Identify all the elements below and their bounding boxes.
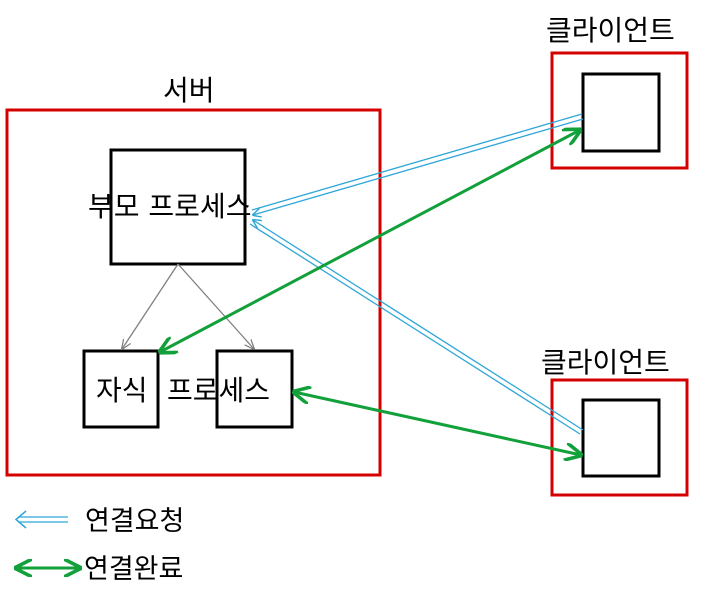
legend-request-label: 연결요청 (85, 506, 184, 537)
complete-arrow-client2 (294, 392, 581, 455)
client-container-1 (550, 51, 689, 170)
child-process-label-b: 프로세스 (167, 374, 270, 407)
client-box-2 (581, 398, 661, 478)
legend-complete-label: 연결완료 (84, 554, 183, 585)
spawn-arrow-a (122, 263, 179, 349)
client-label-2: 클라이언트 (541, 346, 670, 379)
complete-arrow-client1 (160, 130, 580, 352)
child-process-box-a (82, 349, 160, 429)
parent-process-label: 부모 프로세스 (88, 190, 251, 223)
client-box-1 (581, 72, 661, 153)
client-label-1: 클라이언트 (546, 14, 675, 47)
legend-complete: 연결완료 (16, 554, 183, 585)
request-arrow-client2 (249, 220, 584, 435)
server-label: 서버 (163, 74, 215, 107)
child-process-label-a: 자식 (96, 374, 148, 407)
legend-request: 연결요청 (14, 506, 184, 537)
request-arrow-client1 (252, 113, 584, 215)
